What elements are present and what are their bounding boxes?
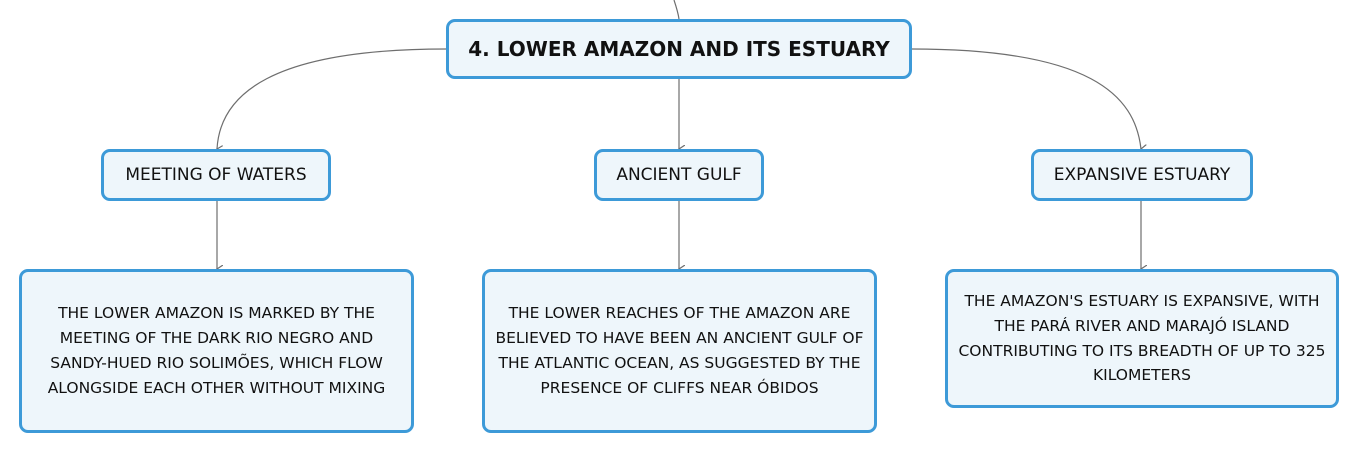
branch-node-expansive-estuary[interactable]: EXPANSIVE ESTUARY bbox=[1031, 149, 1253, 201]
detail-text: THE LOWER REACHES OF THE AMAZON ARE BELI… bbox=[495, 304, 864, 397]
branch-node-ancient-gulf[interactable]: ANCIENT GULF bbox=[594, 149, 764, 201]
root-topic-node[interactable]: 4. LOWER AMAZON AND ITS ESTUARY bbox=[446, 19, 912, 79]
root-to-meeting-of-waters-connector bbox=[217, 48, 447, 149]
root-topic-title: 4. LOWER AMAZON AND ITS ESTUARY bbox=[468, 37, 890, 61]
detail-node-expansive-estuary[interactable]: THE AMAZON'S ESTUARY IS EXPANSIVE, WITH … bbox=[945, 269, 1339, 408]
branch-label: ANCIENT GULF bbox=[616, 165, 742, 185]
detail-node-ancient-gulf[interactable]: THE LOWER REACHES OF THE AMAZON ARE BELI… bbox=[482, 269, 877, 433]
branch-node-meeting-of-waters[interactable]: MEETING OF WATERS bbox=[101, 149, 331, 201]
detail-text: THE LOWER AMAZON IS MARKED BY THE MEETIN… bbox=[47, 304, 386, 397]
branch-label: EXPANSIVE ESTUARY bbox=[1053, 165, 1231, 185]
root-to-expansive-estuary-connector bbox=[911, 48, 1141, 149]
detail-node-meeting-of-waters[interactable]: THE LOWER AMAZON IS MARKED BY THE MEETIN… bbox=[19, 269, 414, 433]
parent-connector bbox=[673, 0, 680, 20]
branch-label: MEETING OF WATERS bbox=[125, 165, 307, 185]
detail-text: THE AMAZON'S ESTUARY IS EXPANSIVE, WITH … bbox=[958, 291, 1326, 385]
